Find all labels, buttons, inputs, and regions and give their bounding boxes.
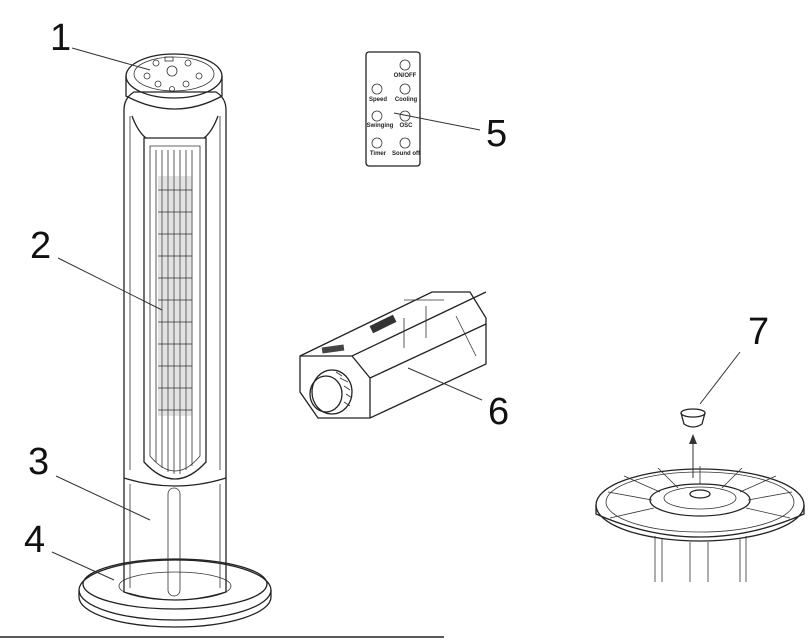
rubber-plug xyxy=(680,408,706,428)
base-assembly xyxy=(595,408,805,582)
remote-label-speed: Speed xyxy=(369,97,387,103)
water-tank xyxy=(299,291,487,419)
remote-label-swinging: Swinging xyxy=(367,123,394,129)
callout-7: 7 xyxy=(748,311,769,353)
fan-rotor xyxy=(158,176,192,416)
base-plate xyxy=(78,558,272,628)
callout-4: 4 xyxy=(24,519,45,561)
remote-button-speed: Speed xyxy=(369,83,387,103)
remote-label-timer: Timer xyxy=(370,151,387,157)
assembly-arrow xyxy=(689,434,697,478)
callout-numbers: 1 2 3 4 5 6 7 xyxy=(24,17,769,561)
remote-label-onoff: ON/OFF xyxy=(394,73,417,79)
callout-6: 6 xyxy=(488,391,509,433)
remote-label-osc: OSC xyxy=(399,123,413,129)
remote-button-sound: Sound off xyxy=(392,137,421,157)
tower-column xyxy=(123,91,227,487)
remote-label-sound: Sound off xyxy=(392,151,421,157)
callout-1: 1 xyxy=(50,17,71,59)
tower-fan xyxy=(78,53,272,628)
remote-button-timer: Timer xyxy=(370,137,387,157)
control-panel-top xyxy=(125,53,223,110)
base-disc xyxy=(595,466,805,582)
remote-button-swinging: Swinging xyxy=(367,110,394,129)
callout-5: 5 xyxy=(486,113,507,155)
remote-label-cooling: Cooling xyxy=(395,97,418,103)
remote-button-onoff: ON/OFF xyxy=(394,59,417,79)
remote-control: ON/OFF Speed Cooling Swinging OSC Timer … xyxy=(365,51,421,167)
leader-lines xyxy=(51,47,741,581)
tank-cap-knob xyxy=(309,369,353,415)
remote-button-cooling: Cooling xyxy=(395,83,418,103)
callout-2: 2 xyxy=(30,225,51,267)
grille-slats xyxy=(155,150,193,474)
remote-button-osc: OSC xyxy=(399,110,413,129)
lower-body xyxy=(123,478,227,601)
callout-3: 3 xyxy=(28,441,49,483)
